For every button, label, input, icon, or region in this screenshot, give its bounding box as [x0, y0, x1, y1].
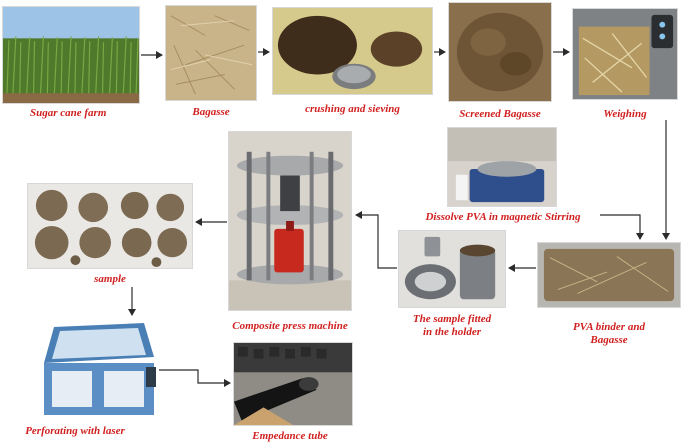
- label-sample: sample: [94, 273, 126, 285]
- label-weighing: Weighing: [603, 108, 647, 120]
- sample-discs-photo: [27, 183, 193, 269]
- label-dissolve-pva: Dissolve PVA in magnetic Stirring: [425, 211, 581, 223]
- pva-binder-bagasse-photo: [537, 242, 681, 308]
- label-crushing-sieving: crushing and sieving: [305, 103, 400, 115]
- weighing-photo: [572, 8, 678, 100]
- label-holder-line2: in the holder: [422, 326, 482, 338]
- label-bagasse: Bagasse: [192, 106, 230, 118]
- label-pva-binder-line1: PVA binder and: [573, 321, 645, 333]
- arrow-dissolve-to-pva: [600, 214, 644, 240]
- label-holder-line1: The sample fitted: [412, 313, 492, 325]
- magnetic-stirring-photo: [447, 127, 557, 207]
- composite-press-machine-photo: [228, 131, 352, 311]
- arrow-holder-to-press: [355, 211, 397, 269]
- label-composite-press: Composite press machine: [232, 320, 348, 332]
- label-impedance-tube: Empedance tube: [252, 430, 328, 442]
- arrow-laser-to-tube: [159, 369, 231, 387]
- label-laser: Perforating with laser: [25, 425, 125, 437]
- label-screened-bagasse: Screened Bagasse: [459, 108, 541, 120]
- bagasse-photo: [165, 5, 257, 101]
- laser-perforating-machine-photo: [34, 317, 158, 423]
- label-sugar-cane-farm: Sugar cane farm: [30, 107, 107, 119]
- screened-bagasse-photo: [448, 2, 552, 102]
- sample-holder-photo: [398, 230, 506, 308]
- sugar-cane-farm-photo: [2, 6, 140, 104]
- crushing-sieving-photo: [272, 7, 433, 95]
- label-pva-binder-line2: Bagasse: [590, 334, 628, 346]
- impedance-tube-photo: [233, 342, 353, 426]
